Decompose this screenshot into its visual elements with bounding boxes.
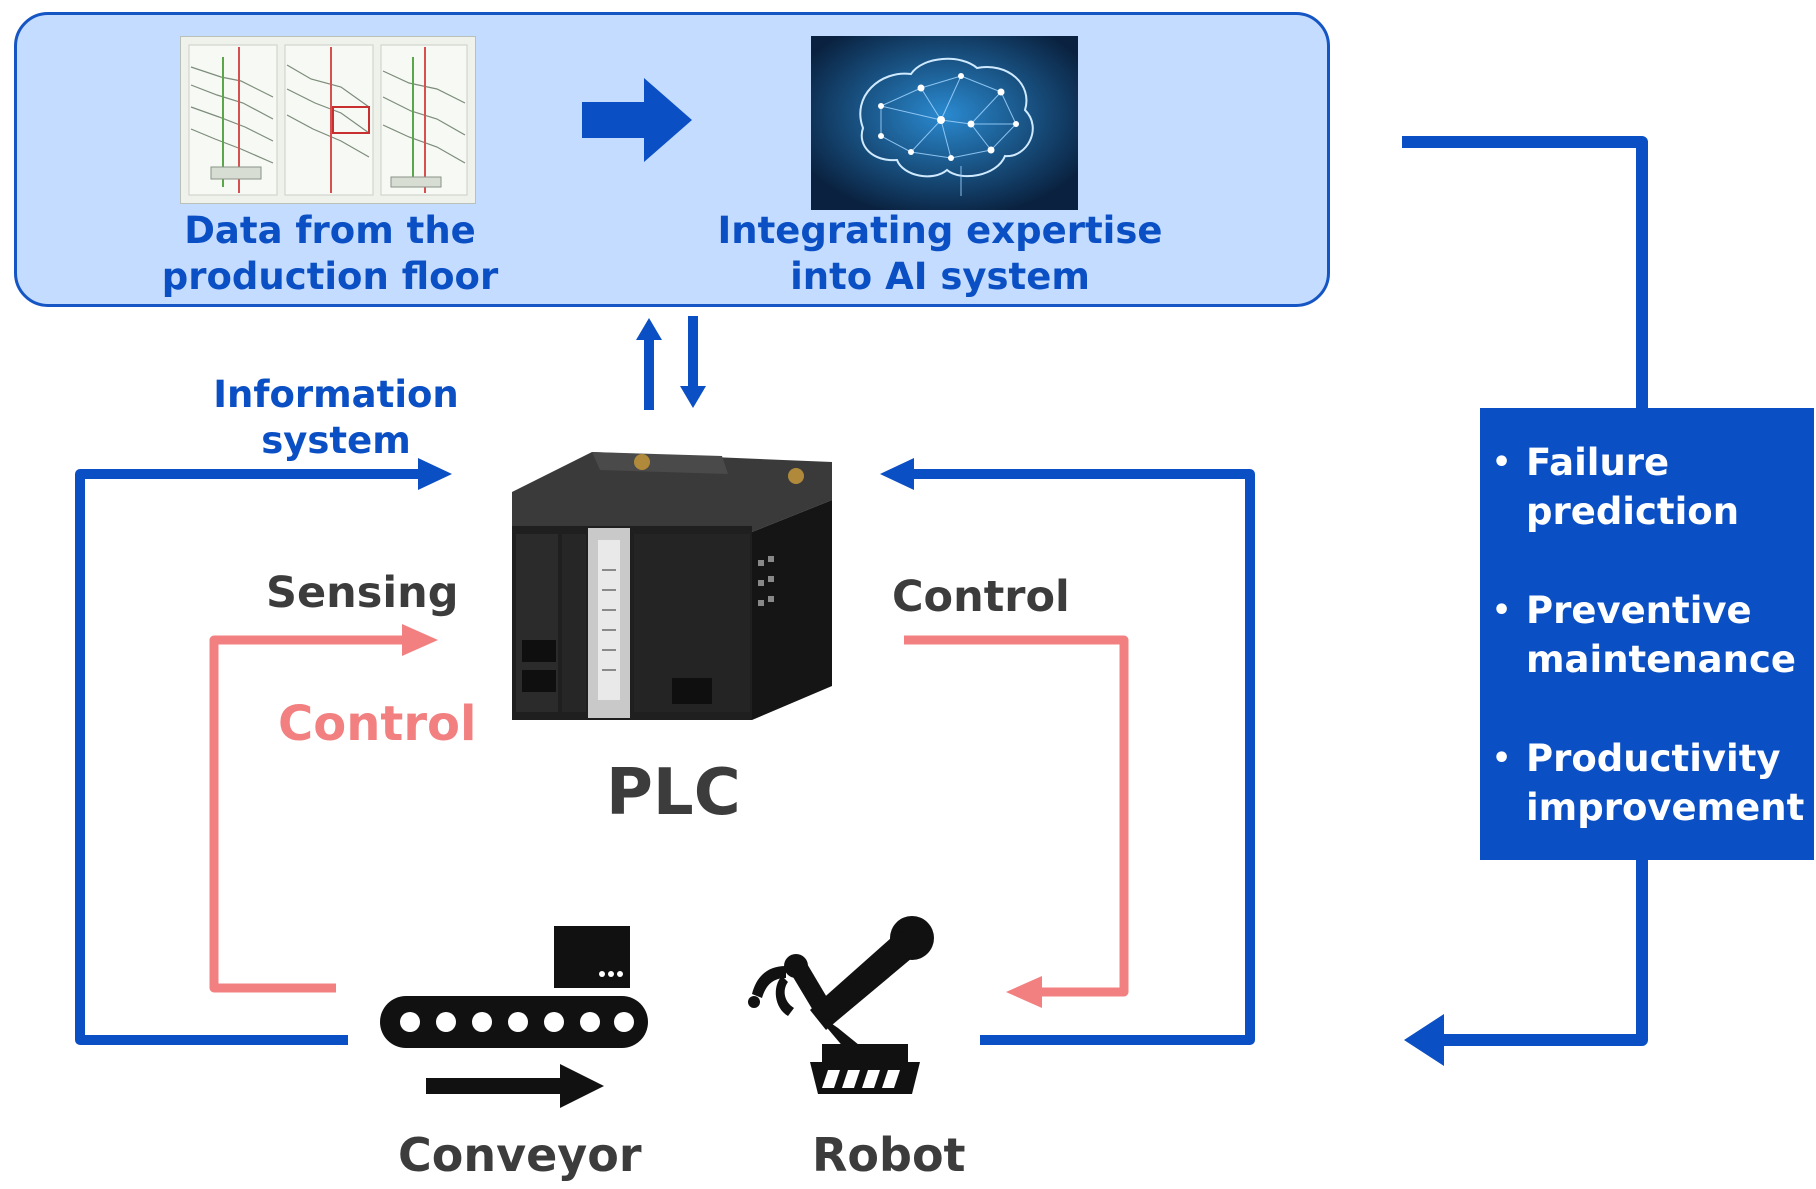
flow-arrow-icon	[582, 78, 692, 162]
benefit-preventive-maintenance: • Preventive maintenance	[1480, 586, 1814, 684]
info-system-arrowhead	[418, 458, 452, 490]
ai-brain-network-icon	[811, 36, 1078, 210]
control-label-right: Control	[892, 572, 1070, 622]
bullet-icon: •	[1492, 445, 1512, 480]
benefits-list: • Failure prediction • Preventive mainte…	[1480, 408, 1814, 832]
conveyor-label: Conveyor	[398, 1128, 642, 1182]
ai-integration-caption: Integrating expertise into AI system	[717, 209, 1163, 298]
robot-label: Robot	[812, 1128, 966, 1182]
production-data-chart-icon	[181, 37, 475, 203]
bullet-icon: •	[1492, 741, 1512, 776]
ai-brain-image	[811, 36, 1078, 210]
conveyor-belt-icon	[380, 926, 648, 1108]
robot-arm-icon	[748, 916, 934, 1094]
sensing-label: Sensing	[266, 568, 459, 618]
feedback-return-arrowhead	[1404, 1014, 1444, 1066]
control-arrowhead	[1006, 976, 1042, 1008]
plc-controller-icon	[512, 452, 832, 720]
information-system-label: Information system	[213, 373, 459, 462]
bidirectional-data-arrows-icon	[636, 316, 706, 410]
bullet-icon: •	[1492, 593, 1512, 628]
production-data-caption: Data from the production floor	[161, 209, 499, 298]
benefit-failure-prediction: • Failure prediction	[1480, 438, 1814, 536]
benefits-box: • Failure prediction • Preventive mainte…	[1480, 408, 1814, 860]
production-data-image	[180, 36, 476, 204]
benefit-productivity-improvement: • Productivity improvement	[1480, 734, 1814, 832]
sensing-arrowhead	[402, 624, 438, 656]
plc-label: PLC	[606, 756, 741, 830]
plc-device	[502, 440, 832, 730]
robot-feedback-arrowhead	[880, 458, 914, 490]
control-label-left: Control	[278, 696, 477, 752]
